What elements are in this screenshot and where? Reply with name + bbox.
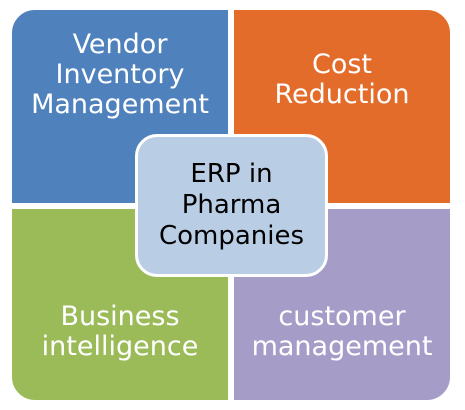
label-line: Inventory (55, 59, 185, 91)
center-label: ERP in Pharma Companies (159, 159, 304, 251)
label-line: Business (60, 300, 180, 332)
quadrant-label: Business intelligence (41, 300, 199, 362)
quadrant-vendor-inventory-management: Vendor Inventory Management (9, 7, 231, 206)
quadrant-customer-management: customer management (231, 206, 453, 403)
matrix-diagram: Vendor Inventory Management Cost Reducti… (9, 7, 453, 403)
label-line: Vendor (72, 29, 168, 60)
label-line: Pharma (181, 190, 282, 221)
label-line: Cost (311, 49, 372, 80)
quadrant-label: Vendor Inventory Management (31, 29, 209, 121)
label-line: management (251, 330, 433, 362)
label-line: Reduction (274, 79, 410, 111)
quadrant-cost-reduction: Cost Reduction (231, 7, 453, 206)
label-line: intelligence (41, 330, 199, 362)
label-line: Companies (158, 220, 305, 251)
quadrant-label: Cost Reduction (274, 49, 410, 111)
label-line: ERP in (190, 159, 273, 190)
label-line: Management (31, 89, 209, 121)
label-line: customer (278, 300, 406, 332)
quadrant-label: customer management (251, 300, 433, 362)
center-box-erp-in-pharma: ERP in Pharma Companies (135, 134, 328, 277)
quadrant-business-intelligence: Business intelligence (9, 206, 231, 403)
